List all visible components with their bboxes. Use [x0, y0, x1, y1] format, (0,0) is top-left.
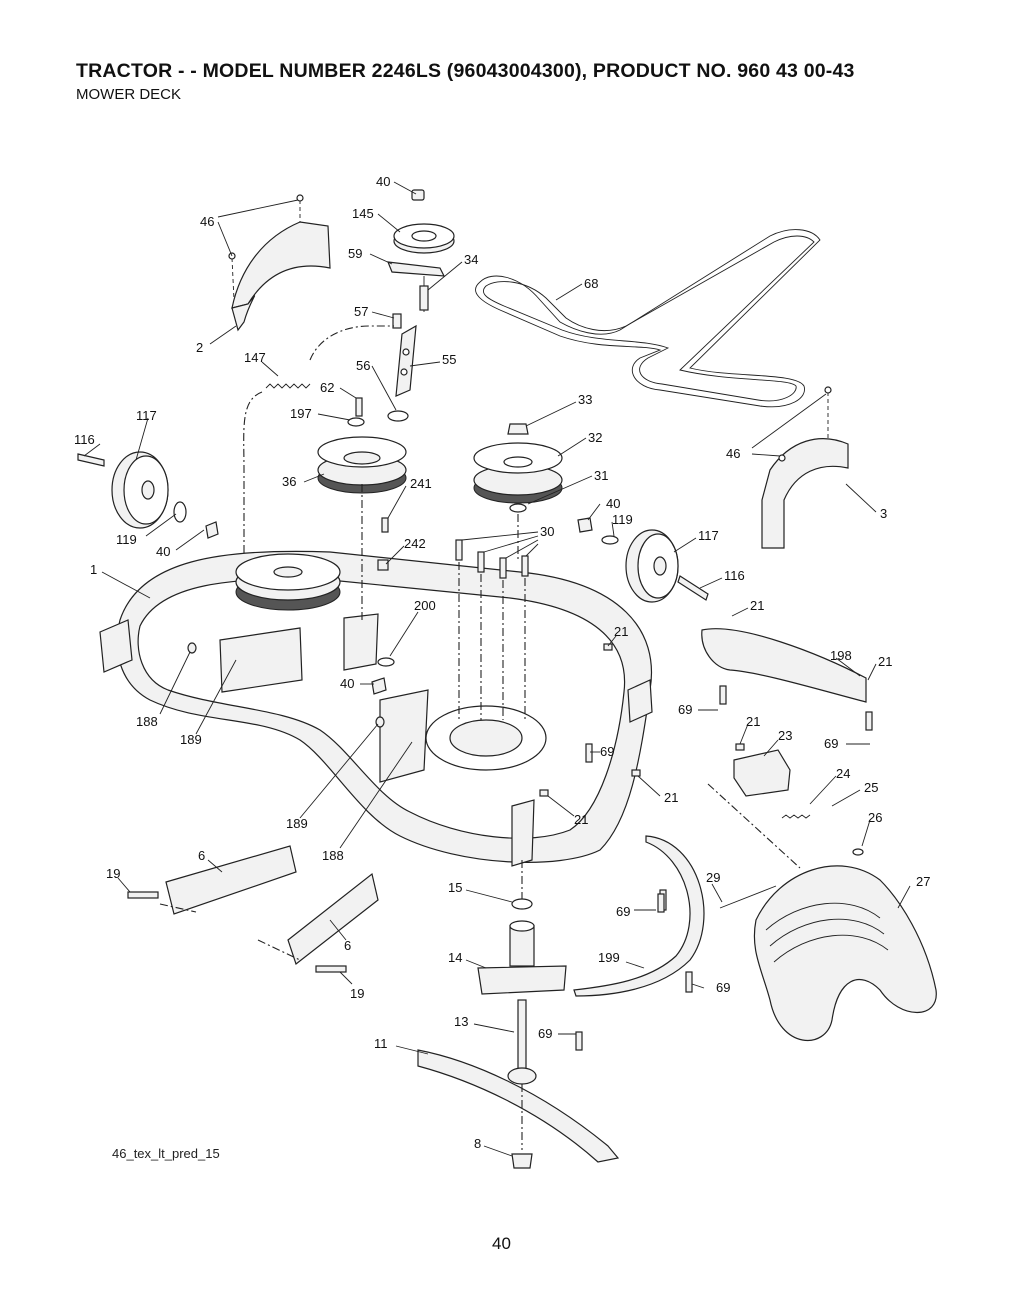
callout-119: 119 — [116, 532, 137, 547]
callout-1: 1 — [90, 562, 97, 577]
callout-24: 24 — [836, 766, 850, 781]
callout-31: 31 — [594, 468, 608, 483]
callout-199: 199 — [598, 950, 620, 965]
callout-188: 188 — [322, 848, 344, 863]
callout-21: 21 — [750, 598, 764, 613]
callout-26: 26 — [868, 810, 882, 825]
callout-117: 117 — [136, 408, 157, 423]
callout-21: 21 — [878, 654, 892, 669]
idler-bracket-55 — [392, 313, 417, 397]
callout-29: 29 — [706, 870, 720, 885]
callout-197: 197 — [290, 406, 312, 421]
gauge-wheel-right-117 — [577, 517, 709, 603]
callout-69: 69 — [716, 980, 730, 995]
callout-69: 69 — [600, 744, 614, 759]
callout-25: 25 — [864, 780, 878, 795]
callout-40: 40 — [340, 676, 354, 691]
callout-40: 40 — [606, 496, 620, 511]
callout-119: 119 — [612, 512, 633, 527]
gauge-wheel-left-117 — [77, 451, 219, 539]
callout-242: 242 — [404, 536, 426, 551]
callout-15: 15 — [448, 880, 462, 895]
spindle-assembly — [417, 898, 620, 1169]
callout-27: 27 — [916, 874, 930, 889]
callout-68: 68 — [584, 276, 598, 291]
callout-189: 189 — [180, 732, 202, 747]
callout-59: 59 — [348, 246, 362, 261]
callout-200: 200 — [414, 598, 436, 613]
callout-21: 21 — [574, 812, 588, 827]
callout-6: 6 — [344, 938, 351, 953]
callout-8: 8 — [474, 1136, 481, 1151]
callout-33: 33 — [578, 392, 592, 407]
callout-147: 147 — [244, 350, 266, 365]
callout-14: 14 — [448, 950, 462, 965]
deflector-part-199 — [573, 835, 705, 997]
belt-shield-left-part-2 — [228, 194, 331, 332]
callout-40: 40 — [156, 544, 170, 559]
callout-198: 198 — [830, 648, 852, 663]
callout-21: 21 — [614, 624, 628, 639]
page-subtitle: MOWER DECK — [76, 86, 181, 103]
discharge-bracket-23 — [707, 749, 864, 869]
callout-labels: 40 46 145 59 34 68 57 2 147 56 55 62 197… — [74, 174, 930, 1151]
deck-spindle-pulley — [235, 553, 341, 611]
page-number: 40 — [492, 1234, 511, 1253]
callout-40: 40 — [376, 174, 390, 189]
page-title: TRACTOR - - MODEL NUMBER 2246LS (9604300… — [76, 60, 855, 82]
belt-shield-right-part-3 — [761, 386, 849, 549]
callout-11: 11 — [374, 1036, 388, 1051]
callout-21: 21 — [746, 714, 760, 729]
bolts-part-30 — [455, 539, 529, 720]
drive-belt-part-68 — [475, 229, 821, 408]
callout-241: 241 — [410, 476, 432, 491]
callout-19: 19 — [350, 986, 364, 1001]
callout-189: 189 — [286, 816, 308, 831]
baffle-part-198 — [701, 628, 873, 731]
callout-69: 69 — [824, 736, 838, 751]
callout-55: 55 — [442, 352, 456, 367]
callout-32: 32 — [588, 430, 602, 445]
callout-21: 21 — [664, 790, 678, 805]
deck-hanger-brackets-6 — [127, 845, 379, 973]
callout-188: 188 — [136, 714, 158, 729]
callout-3: 3 — [880, 506, 887, 521]
callout-46: 46 — [200, 214, 214, 229]
pulley-32 — [473, 423, 563, 513]
callout-69: 69 — [678, 702, 692, 717]
callout-62: 62 — [320, 380, 334, 395]
callout-13: 13 — [454, 1014, 468, 1029]
callout-57: 57 — [354, 304, 368, 319]
callout-23: 23 — [778, 728, 792, 743]
callout-30: 30 — [540, 524, 554, 539]
pulley-36 — [317, 436, 407, 494]
leader-lines — [83, 181, 911, 1157]
callout-19: 19 — [106, 866, 120, 881]
callout-116: 116 — [74, 432, 95, 447]
idler-pulley-145 — [387, 189, 455, 312]
callout-46: 46 — [726, 446, 740, 461]
callout-117: 117 — [698, 528, 719, 543]
hardware-56-62-197 — [347, 397, 409, 427]
callout-69: 69 — [616, 904, 630, 919]
idler-spring-147 — [243, 325, 394, 560]
discharge-chute-part-27 — [719, 865, 937, 1042]
loose-hardware-21-69 — [187, 517, 745, 1051]
callout-56: 56 — [356, 358, 370, 373]
callout-34: 34 — [464, 252, 478, 267]
callout-6: 6 — [198, 848, 205, 863]
callout-69: 69 — [538, 1026, 552, 1041]
callout-145: 145 — [352, 206, 374, 221]
callout-36: 36 — [282, 474, 296, 489]
mower-deck-part-1 — [99, 550, 653, 867]
callout-2: 2 — [196, 340, 203, 355]
alignment-lines — [361, 484, 523, 900]
callout-116: 116 — [724, 568, 745, 583]
drawing-code: 46_tex_lt_pred_15 — [112, 1146, 220, 1161]
